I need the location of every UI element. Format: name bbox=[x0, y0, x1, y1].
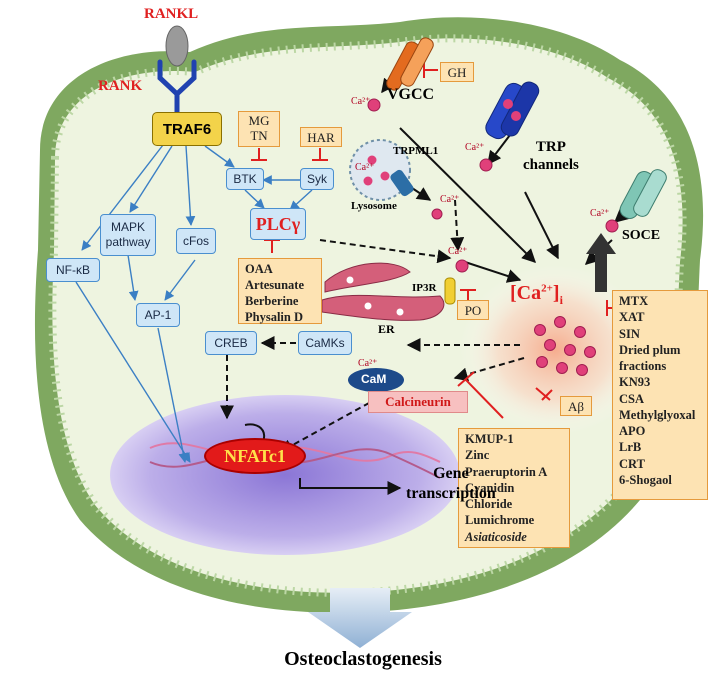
calcium-inhibitor-item: CSA bbox=[619, 391, 645, 406]
rankl-ligand bbox=[165, 25, 189, 67]
soce-label: SOCE bbox=[622, 228, 661, 243]
ca-ion-label: Ca²⁺ bbox=[440, 194, 460, 205]
ip3r-text: IP3R bbox=[412, 282, 437, 294]
cai-sub: i bbox=[559, 293, 563, 307]
creb-box: CREB bbox=[205, 331, 257, 355]
plc-inhibitor-list: OAA Artesunate Berberine Physalin D bbox=[238, 258, 322, 324]
calcium-inhibitor-item: MTX bbox=[619, 294, 649, 308]
calcineurin-inhibitor-list: KMUP-1 Zinc Praeruptorin A Cyanidin Chlo… bbox=[458, 428, 570, 548]
calcineurin-inhibitor-item: Lumichrome bbox=[465, 513, 535, 528]
ca-ion-label: Ca²⁺ bbox=[351, 96, 371, 107]
soce-channel bbox=[605, 169, 667, 233]
gene-transcription-label: Gene transcription bbox=[406, 465, 496, 502]
vgcc-label: VGCC bbox=[387, 86, 435, 103]
cam-label: CaM bbox=[361, 372, 387, 386]
calcineurin-inhibitor-item-italic: Asiaticoside bbox=[465, 529, 527, 544]
calcineurin-inhibitor-item: KMUP-1 bbox=[465, 432, 514, 446]
lysosome bbox=[349, 139, 443, 220]
calcium-inhibitor-item: fractions bbox=[619, 359, 667, 373]
trp-label: TRP channels bbox=[523, 139, 579, 173]
calcium-increase-arrow bbox=[586, 233, 616, 292]
calcineurin-box: Calcineurin bbox=[368, 391, 468, 413]
calcineurin-inhibitor-item: Zinc bbox=[465, 448, 490, 463]
calcineurin-inhibitor-item: Chloride bbox=[465, 497, 513, 511]
calmodulin-shape bbox=[348, 368, 404, 392]
calcium-glow bbox=[460, 265, 650, 435]
nucleus bbox=[110, 395, 460, 555]
trpml1-label: TRPML1 bbox=[393, 145, 439, 157]
syk-box: Syk bbox=[300, 168, 334, 190]
trp-channel bbox=[479, 81, 540, 172]
calcineurin-inhibitor-item: Praeruptorin A bbox=[465, 464, 548, 479]
calcium-inhibitor-item: Methylglyoxal bbox=[619, 407, 696, 422]
outcome-arrow bbox=[308, 588, 412, 648]
calcium-inhibitor-item: XAT bbox=[619, 310, 645, 325]
ca-ion-label: Ca²⁺ bbox=[465, 142, 485, 153]
plc-gamma-box: PLCγ bbox=[250, 208, 306, 240]
har-inhibitor: HAR bbox=[300, 127, 342, 147]
ca-ion-label: Ca²⁺ bbox=[590, 208, 610, 219]
mapk-box: MAPK pathway bbox=[100, 214, 156, 256]
rank-receptor bbox=[157, 59, 197, 115]
traf6-box: TRAF6 bbox=[152, 112, 222, 146]
po-inhibitor: PO bbox=[457, 300, 489, 320]
rank-label: RANK bbox=[98, 78, 143, 94]
er-label: ER bbox=[378, 322, 395, 336]
dna-helix bbox=[149, 442, 441, 479]
cfos-box: cFos bbox=[176, 228, 216, 254]
cai-sup: 2+ bbox=[541, 282, 553, 295]
ap1-box: AP-1 bbox=[136, 303, 180, 327]
calcium-inhibitor-item: APO bbox=[619, 424, 646, 438]
outcome-label: Osteoclastogenesis bbox=[284, 648, 442, 670]
btk-box: BTK bbox=[226, 168, 264, 190]
signal-arrows-blue bbox=[75, 144, 313, 463]
nfatc1-box: NFATc1 bbox=[206, 440, 304, 472]
lysosome-label: Lysosome bbox=[351, 200, 397, 212]
ca-ion-label: Ca²⁺ bbox=[355, 162, 375, 173]
cai-open: [Ca bbox=[510, 282, 542, 304]
endoplasmic-reticulum bbox=[321, 259, 469, 321]
cai-close: ] bbox=[552, 282, 560, 304]
calcium-inhibitor-item: CRT bbox=[619, 456, 645, 471]
gh-inhibitor: GH bbox=[440, 62, 474, 82]
mg-tn-inhibitor: MG TN bbox=[238, 111, 280, 147]
calcium-inhibitor-item: SIN bbox=[619, 326, 640, 341]
vgcc-channel bbox=[367, 37, 434, 112]
calcium-inhibitor-item: 6-Shogaol bbox=[619, 472, 672, 487]
ca-ion-label: Ca²⁺ bbox=[358, 358, 378, 369]
calcium-inhibitor-item: Dried plum bbox=[619, 342, 681, 357]
ip3r-label: IP3R bbox=[412, 282, 436, 294]
calcium-inhibitor-list: MTX XAT SIN Dried plum fractions KN93 CS… bbox=[612, 290, 708, 500]
nfkb-box: NF-κB bbox=[46, 258, 100, 282]
calcineurin-inhibitor-item: Cyanidin bbox=[465, 480, 515, 495]
intracellular-calcium-label: [Ca2+]i bbox=[510, 282, 563, 308]
calcium-inhibitor-item: LrB bbox=[619, 440, 642, 455]
camks-box: CaMKs bbox=[298, 331, 352, 355]
rankl-label: RANKL bbox=[144, 6, 199, 22]
abeta-inhibitor: Aβ bbox=[560, 396, 592, 416]
calcium-ions-cluster bbox=[534, 316, 596, 376]
calcium-inhibitor-item: KN93 bbox=[619, 375, 651, 390]
ca-ion-label: Ca²⁺ bbox=[448, 246, 468, 257]
